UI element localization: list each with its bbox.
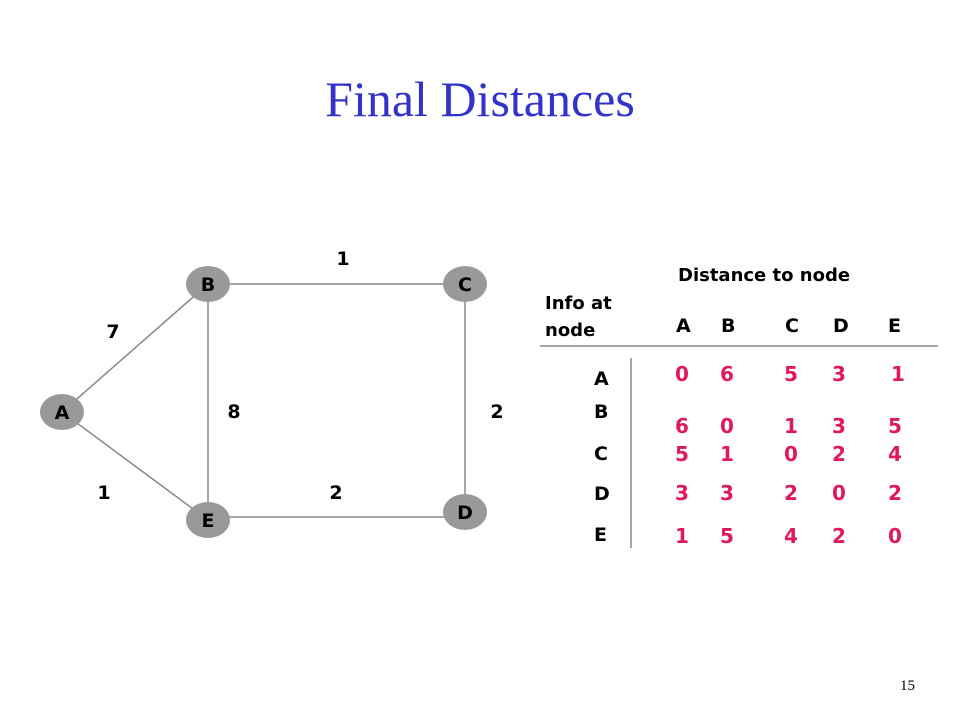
cell-a-c: 5 xyxy=(784,362,798,386)
row-header-d: D xyxy=(594,483,610,505)
node-c-label: C xyxy=(458,274,472,296)
cell-a-a: 0 xyxy=(675,362,689,386)
weight-c-d: 2 xyxy=(490,401,503,423)
cell-d-c: 2 xyxy=(784,481,798,505)
row-header-a: A xyxy=(594,368,609,390)
cell-a-d: 3 xyxy=(832,362,846,386)
node-d-label: D xyxy=(457,502,473,524)
node-a-label: A xyxy=(55,402,70,424)
weight-e-d: 2 xyxy=(329,482,342,504)
cell-e-c: 4 xyxy=(784,524,798,548)
row-header-e: E xyxy=(594,524,607,546)
cell-b-a: 6 xyxy=(675,414,689,438)
node-a: A xyxy=(40,394,84,430)
cell-b-c: 1 xyxy=(784,414,798,438)
node-d: D xyxy=(443,494,487,530)
cell-b-d: 3 xyxy=(832,414,846,438)
info-at-node-label: Info at node xyxy=(545,293,612,341)
node-e: E xyxy=(186,502,230,538)
cell-a-b: 6 xyxy=(720,362,734,386)
cell-c-b: 1 xyxy=(720,442,734,466)
cell-a-e: 1 xyxy=(891,362,905,386)
edge-a-b xyxy=(61,283,209,413)
cell-d-b: 3 xyxy=(720,481,734,505)
cell-b-e: 5 xyxy=(888,414,902,438)
node-b-label: B xyxy=(201,274,215,296)
node-b: B xyxy=(186,266,230,302)
page-number: 15 xyxy=(900,678,915,694)
weight-a-e: 1 xyxy=(97,482,110,504)
col-header-a: A xyxy=(676,315,691,337)
edge-a-e xyxy=(61,411,209,521)
row-header-b: B xyxy=(594,401,609,423)
row-header-c: C xyxy=(594,443,608,465)
cell-d-d: 0 xyxy=(832,481,846,505)
col-header-c: C xyxy=(785,315,799,337)
col-header-b: B xyxy=(721,315,736,337)
cell-e-b: 5 xyxy=(720,524,734,548)
cell-c-a: 5 xyxy=(675,442,689,466)
cell-d-e: 2 xyxy=(888,481,902,505)
cell-e-e: 0 xyxy=(888,524,902,548)
cell-d-a: 3 xyxy=(675,481,689,505)
col-header-d: D xyxy=(833,315,849,337)
col-header-e: E xyxy=(888,315,901,337)
cell-c-e: 4 xyxy=(888,442,902,466)
cell-b-b: 0 xyxy=(720,414,734,438)
node-c: C xyxy=(443,266,487,302)
slide-title: Final Distances xyxy=(325,71,635,127)
weight-b-c: 1 xyxy=(336,248,349,270)
cell-e-a: 1 xyxy=(675,524,689,548)
cell-c-c: 0 xyxy=(784,442,798,466)
node-e-label: E xyxy=(202,510,215,532)
weight-a-b: 7 xyxy=(106,321,119,343)
cell-c-d: 2 xyxy=(832,442,846,466)
distance-header: Distance to node xyxy=(678,265,851,286)
cell-e-d: 2 xyxy=(832,524,846,548)
weight-b-e: 8 xyxy=(227,401,240,423)
